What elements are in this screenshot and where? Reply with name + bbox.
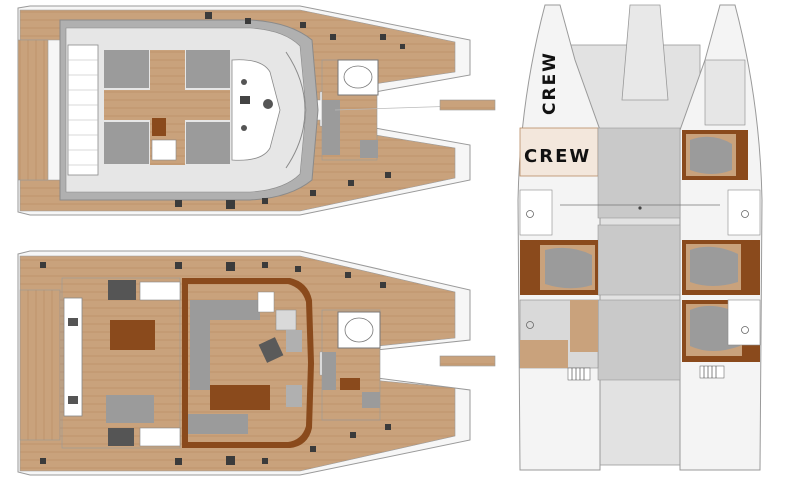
deck-hatches [40, 262, 391, 465]
flybridge-table [152, 118, 166, 136]
cockpit-seat-cushion [139, 427, 181, 447]
jacuzzi [337, 311, 381, 349]
cockpit-seat [108, 428, 134, 446]
flybridge-plan [17, 5, 496, 216]
aft-transom [17, 39, 49, 181]
flybridge-seat [104, 122, 149, 164]
head [727, 299, 761, 346]
main-deck-plan [17, 250, 496, 476]
head [519, 189, 553, 236]
central-void [597, 299, 681, 381]
saloon-chair [286, 385, 302, 407]
lower-deck-plan [517, 4, 763, 471]
bowsprit [439, 355, 496, 367]
cockpit-seat-cushion [139, 281, 181, 301]
forepeak [704, 59, 746, 126]
flybridge-teak-floor [104, 50, 230, 165]
helm-wheel [263, 99, 273, 109]
saloon-sofa [190, 300, 260, 390]
aft-sunpad [67, 44, 99, 176]
saloon-step [257, 291, 275, 313]
crew-cabin [519, 127, 599, 177]
saloon-table [210, 385, 270, 410]
central-void [597, 224, 681, 296]
crew-label-horizontal: CREW [524, 146, 592, 167]
cockpit-seat [108, 280, 136, 300]
port-bed [570, 300, 598, 352]
cockpit-table [110, 320, 155, 350]
aft-steps [19, 289, 61, 441]
saloon-chair [286, 330, 302, 352]
flybridge-seat [104, 50, 149, 88]
aft-bench [63, 297, 83, 417]
port-stairs [567, 367, 591, 381]
cockpit-lounge [106, 395, 154, 423]
deck-hatches [175, 12, 405, 209]
crew-label-vertical: CREW [540, 51, 560, 115]
saloon-sofa [188, 414, 248, 434]
central-void [597, 127, 681, 219]
saloon-step [275, 309, 297, 331]
flybridge-seat [186, 50, 230, 88]
bowsprit [439, 99, 496, 111]
flybridge-windscreen [285, 51, 306, 169]
flybridge-storage [151, 139, 177, 161]
flybridge-seat [186, 122, 230, 164]
head [727, 189, 761, 236]
saloon-chair [258, 337, 284, 363]
